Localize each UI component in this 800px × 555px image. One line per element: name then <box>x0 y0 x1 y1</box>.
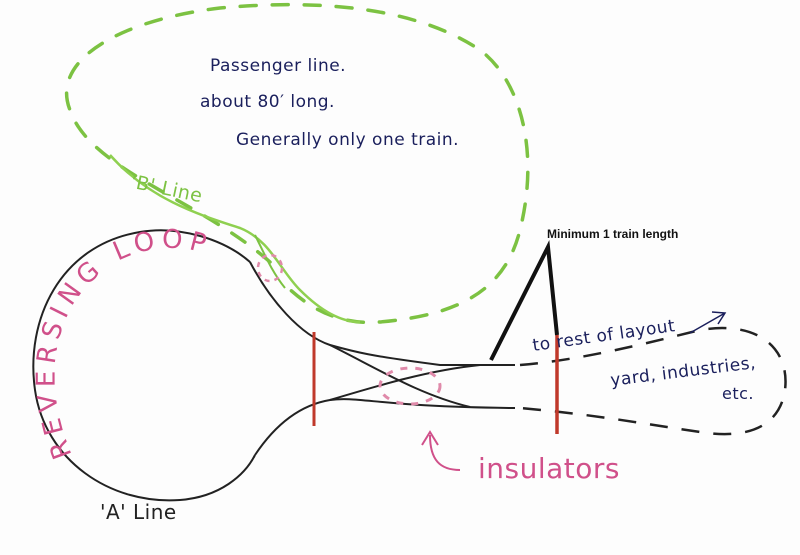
insulator-circle-b-line <box>256 253 284 283</box>
reversing-loop-lower <box>254 398 516 456</box>
b-line-track <box>109 154 361 324</box>
crossover-2 <box>329 364 481 401</box>
insulators-label: insulators <box>478 452 621 485</box>
etc-label: etc. <box>722 384 754 403</box>
b-line-track-2 <box>254 234 286 289</box>
passenger-line-note-1: Passenger line. <box>210 56 347 76</box>
passenger-loop-dashed <box>64 2 530 325</box>
passenger-line-note-3: Generally only one train. <box>236 130 460 150</box>
minimum-length-callout <box>489 239 559 361</box>
a-line-label: 'A' Line <box>100 500 177 524</box>
insulator-circle-crossover <box>378 366 442 406</box>
reversing-loop-label: REVERSING LOOP <box>32 225 215 463</box>
minimum-train-length-label: Minimum 1 train length <box>547 227 679 241</box>
passenger-line-note-2: about 80′ long. <box>200 92 335 112</box>
insulators-arrow <box>421 430 461 471</box>
crossover-1 <box>329 344 471 408</box>
rest-of-layout-arrow <box>689 311 727 334</box>
